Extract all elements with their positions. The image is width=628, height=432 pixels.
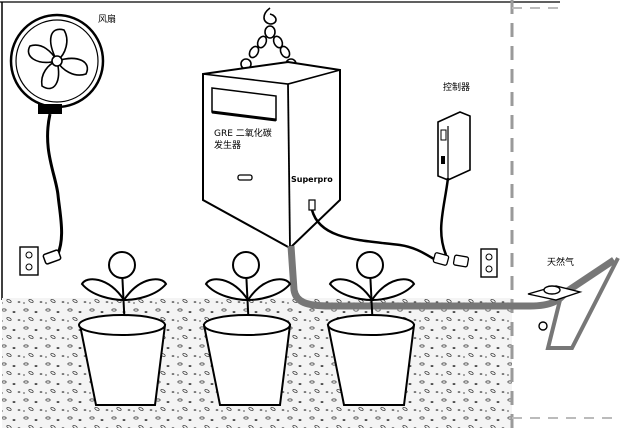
fan-label: 风扇 — [98, 13, 116, 25]
plant-pot-left — [78, 251, 168, 406]
wall-boundary — [510, 0, 620, 432]
plug-pair — [432, 252, 470, 268]
controller-unit — [437, 111, 471, 181]
plant-pot-middle — [202, 251, 292, 406]
brand-label: Superpro — [291, 175, 333, 184]
room-outline — [0, 1, 560, 300]
fan-icon — [9, 13, 105, 114]
hanging-chain — [240, 7, 297, 70]
generator-label-line1: GRE 二氧化碳 — [214, 127, 272, 139]
gas-label: 天然气 — [547, 256, 574, 268]
gas-valve — [527, 285, 583, 331]
generator-power-cord — [310, 177, 450, 264]
fan-power-cord — [42, 113, 64, 265]
plant-pot-right — [326, 251, 416, 406]
wall-outlet-left — [19, 246, 39, 276]
controller-label: 控制器 — [443, 81, 470, 93]
generator-label-line2: 发生器 — [214, 139, 241, 151]
wall-outlet-right — [480, 248, 498, 278]
co2-generator — [202, 60, 341, 250]
